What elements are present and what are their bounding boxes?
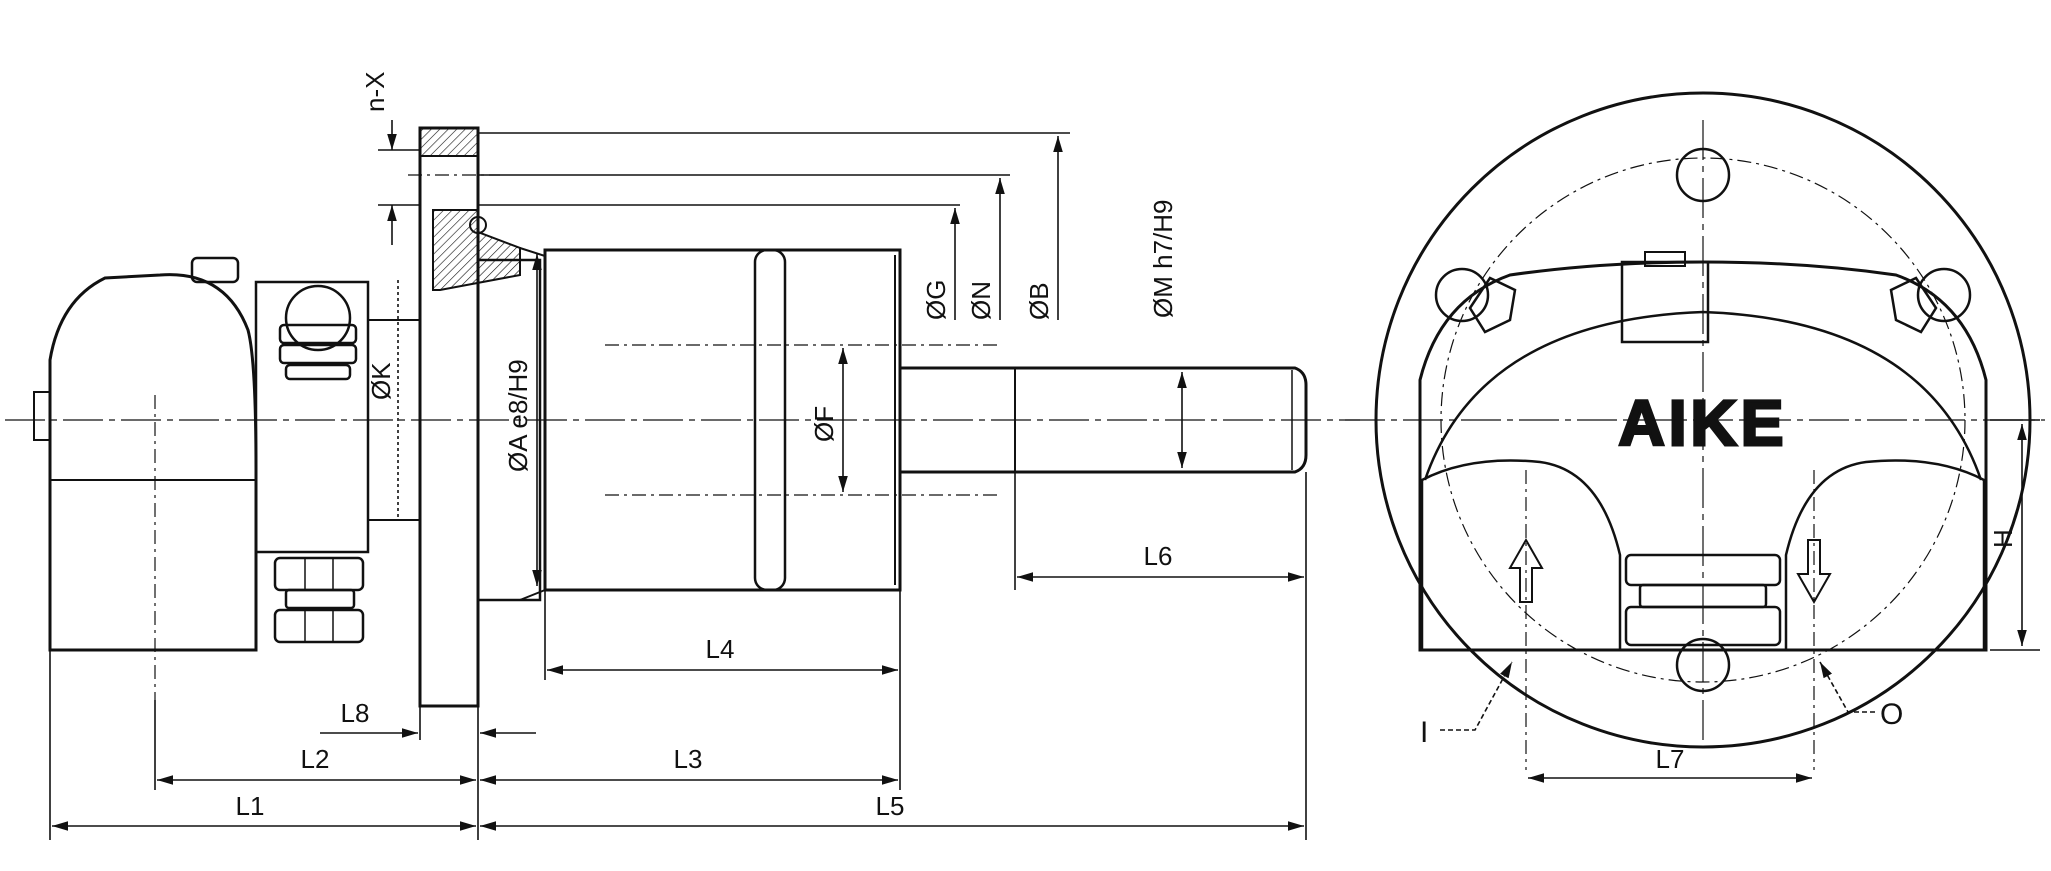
side-dimensions [49,120,1307,840]
front-labels: L7 H I O [1420,529,2018,774]
label-l3: L3 [674,744,703,774]
label-h: H [1988,529,2018,548]
label-m: ØM h7/H9 [1148,200,1178,319]
label-outlet: O [1880,698,1903,731]
bolt-hole-bottom [1675,637,1731,693]
side-plug [33,391,51,441]
label-l7: L7 [1656,744,1685,774]
flange-section [432,209,521,291]
side-view [5,126,1360,708]
neck-block [254,280,370,554]
label-l2: L2 [301,744,330,774]
union-housing [48,273,258,652]
label-f: ØF [809,406,839,442]
front-dimensions [1440,419,2040,783]
body-arc [1423,310,1983,481]
outlet-arrow [1796,539,1832,605]
hex-fitting-top [278,284,358,381]
aike-logo: AIKE [1619,387,1788,459]
bolt-hole-right [1916,267,1972,323]
front-view [1345,91,2045,770]
label-l6: L6 [1144,541,1173,571]
label-l5: L5 [876,791,905,821]
label-l1: L1 [236,791,265,821]
bolt-hole-top [1675,147,1731,203]
label-nx: n-X [360,72,390,112]
shaft [898,366,1308,474]
label-l4: L4 [706,634,735,664]
bolt-hole-left [1434,267,1490,323]
label-b: ØB [1024,282,1054,320]
inlet-arrow [1508,537,1544,603]
top-cap [190,256,240,284]
label-k: ØK [366,362,396,400]
label-a: ØA e8/H9 [503,359,533,472]
flange-hatch [419,127,479,157]
label-g: ØG [921,280,951,320]
bolt-circle [1440,157,1966,683]
hex-fitting-bottom [273,556,365,644]
body-groove [753,248,787,592]
label-n: ØN [966,281,996,320]
label-inlet: I [1420,716,1428,749]
inlet-port [1420,459,1622,650]
label-l8: L8 [341,698,370,728]
outlet-port [1784,459,1986,650]
side-labels: L1 L5 L2 L3 L4 L6 L8 n-X ØG ØN ØB ØM h7/… [236,72,1178,821]
front-top-boss [1620,260,1710,344]
